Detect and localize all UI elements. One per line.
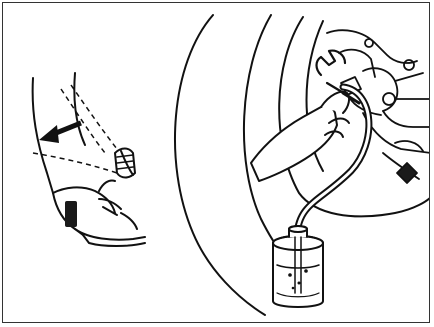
fluid-bottle bbox=[273, 226, 323, 307]
push-arrow bbox=[39, 123, 81, 143]
brake-bleeding-illustration bbox=[3, 3, 430, 323]
forearm bbox=[251, 106, 337, 181]
hand-with-wrench bbox=[251, 51, 359, 181]
shoe-top bbox=[99, 180, 115, 191]
shoe-heel bbox=[65, 201, 77, 227]
foot-pedal-figure bbox=[33, 73, 145, 246]
leg-back bbox=[74, 73, 85, 145]
bottle-body bbox=[273, 243, 323, 307]
illustration-frame bbox=[2, 2, 430, 323]
